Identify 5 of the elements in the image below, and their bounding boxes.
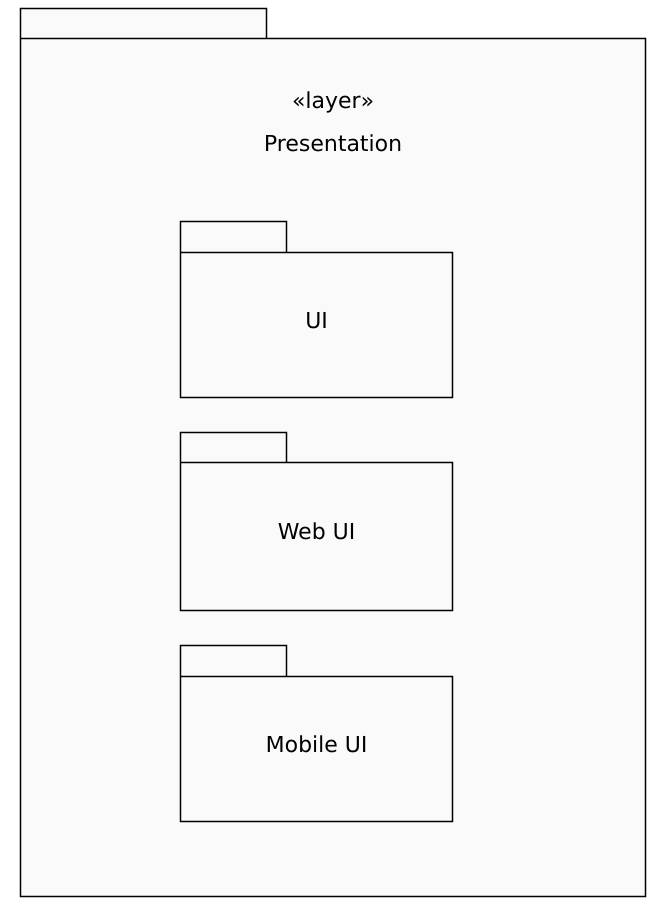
package-name: UI: [305, 308, 328, 334]
stereotype-label: «layer»: [292, 88, 374, 116]
package-name: Mobile UI: [266, 732, 368, 758]
package-name: Web UI: [278, 520, 356, 545]
package-name: Presentation: [264, 131, 402, 159]
